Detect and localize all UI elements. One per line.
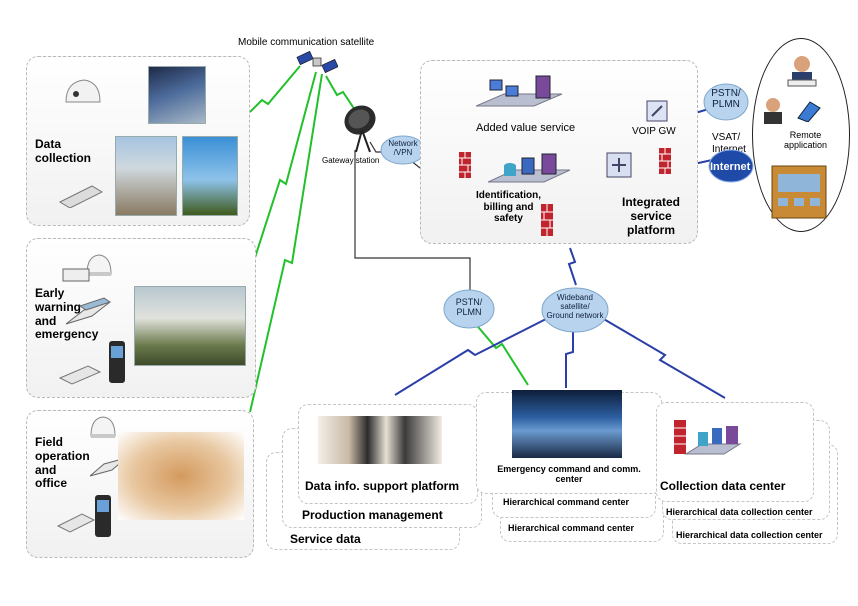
building-icon <box>768 160 830 225</box>
pipeline-photo <box>148 66 206 124</box>
field-worker-photo <box>118 432 244 520</box>
emergency-vehicle-photo <box>134 286 246 366</box>
tank-photo <box>115 136 177 216</box>
wideband-to-command-link <box>565 328 574 388</box>
firewall-icon <box>459 152 471 183</box>
emergency-command-label: Emergency command and comm. center <box>497 464 641 485</box>
pstn-to-command-link <box>467 314 529 386</box>
laptop-icon <box>62 268 90 287</box>
switch-icon <box>606 152 632 183</box>
satellite-dish-icon <box>342 102 382 159</box>
internet-globe-icon <box>708 148 754 189</box>
vsat-internet-label: VSAT/ Internet <box>712 132 746 155</box>
added-value-servers <box>475 72 566 123</box>
added-value-label: Added value service <box>476 122 576 134</box>
satellite-terminal-icon <box>84 252 114 283</box>
identification-label: Identification, billing and safety <box>476 190 541 224</box>
hier-collection-label-1: Hierarchical data collection center <box>666 507 813 517</box>
pstn-plmn-top-label: PSTN/ PLMN <box>711 88 741 110</box>
laptop-icon <box>64 296 114 335</box>
satellite-link-data-collection <box>249 65 301 113</box>
wideband-to-data-info-link <box>394 317 549 396</box>
hier-command-label-2: Hierarchical command center <box>508 523 635 533</box>
early-warning-label: Early warning and emergency <box>35 286 99 342</box>
cloud-icon <box>442 288 496 335</box>
satellite-link-early-warning <box>249 71 317 274</box>
control-room-photo <box>512 390 622 458</box>
computer-icon <box>796 100 822 127</box>
laptop-icon <box>58 356 102 391</box>
pstn-plmn-mid-label: PSTN/ PLMN <box>455 297 483 317</box>
satellite-icon <box>296 48 339 83</box>
satellite-link-field <box>249 73 323 413</box>
office-people-photo <box>318 416 442 464</box>
satellite-label: Mobile communication satellite <box>238 37 375 48</box>
collection-servers-icon <box>672 418 742 465</box>
oil-pump-photo <box>182 136 238 216</box>
network-vpn-label: Network /VPN <box>388 139 418 157</box>
server-icon <box>487 152 572 199</box>
internet-word: Internet <box>710 161 751 173</box>
firewall-icon <box>541 204 553 241</box>
collection-device-icon <box>62 76 102 113</box>
firewall-icon <box>659 148 671 179</box>
wideband-to-platform-link <box>567 247 577 286</box>
satellite-terminal-icon <box>88 414 118 445</box>
person-icon <box>760 96 786 129</box>
satellite-link-gateway <box>325 75 356 111</box>
handheld-terminal-icon <box>58 182 104 213</box>
voip-gw-label: VOIP GW <box>632 126 676 137</box>
remote-application-label: Remote application <box>784 130 828 151</box>
cloud-icon <box>702 82 750 127</box>
gateway-label: Gateway station <box>322 156 380 165</box>
service-data-label: Service data <box>290 532 361 546</box>
phone-icon <box>786 54 818 93</box>
data-collection-label: Data collection <box>35 137 92 165</box>
cloud-icon <box>540 286 610 339</box>
wideband-to-collection-link <box>601 317 726 399</box>
voip-gateway-icon <box>646 100 668 127</box>
production-management-label: Production management <box>302 508 443 522</box>
collection-data-center-label: Collection data center <box>660 479 786 493</box>
gateway-to-pstn-line <box>354 150 471 290</box>
data-info-platform-label: Data info. support platform <box>305 479 459 493</box>
handheld-terminal-icon <box>94 494 112 543</box>
field-operation-label: Field operation and office <box>35 435 90 491</box>
wideband-label: Wideband satellite/ Ground network <box>546 293 604 320</box>
hier-command-label-1: Hierarchical command center <box>503 497 630 507</box>
laptop-icon <box>56 504 96 539</box>
hier-collection-label-2: Hierarchical data collection center <box>676 530 823 540</box>
handheld-terminal-icon <box>108 340 126 389</box>
integrated-platform-label: Integrated service platform <box>622 195 681 237</box>
